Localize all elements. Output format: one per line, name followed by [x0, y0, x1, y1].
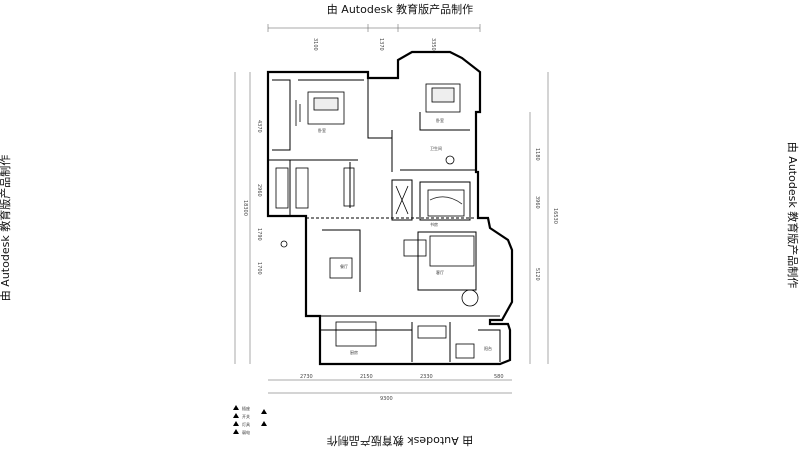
- legend-item-4: 弱电: [242, 429, 250, 435]
- legend-item-1: 插座: [242, 405, 250, 411]
- room-label-kitchen: 厨房: [350, 349, 358, 355]
- dim-right-1: 1180: [534, 148, 540, 161]
- dim-left-1: 4370: [256, 120, 262, 133]
- dim-top-2: 1370: [378, 38, 384, 51]
- room-label-dining: 餐厅: [340, 263, 348, 269]
- dim-left-4: 1700: [256, 262, 262, 275]
- room-label-bedroom-2: 卧室: [436, 117, 444, 123]
- dim-bottom-3: 2330: [420, 374, 433, 380]
- legend: 插座 开关 灯具 弱电: [233, 405, 267, 435]
- dim-top-1: 3100: [312, 38, 318, 51]
- room-label-balcony: 阳台: [484, 345, 492, 351]
- room-label-study: 书房: [430, 221, 438, 227]
- dim-right-2: 3960: [534, 196, 540, 209]
- dim-left-total: 18300: [242, 200, 248, 216]
- legend-item-2: 开关: [242, 413, 250, 419]
- dim-left-3: 1790: [256, 228, 262, 241]
- legend-item-3: 灯具: [242, 421, 250, 427]
- dim-bottom-1: 2730: [300, 374, 313, 380]
- dim-left-2: 2960: [256, 184, 262, 197]
- dim-top-3: 3350: [430, 38, 436, 51]
- dim-bottom-2: 2150: [360, 374, 373, 380]
- room-label-living: 客厅: [436, 269, 444, 275]
- watermark-top: 由 Autodesk 教育版产品制作: [326, 3, 474, 16]
- dim-bottom-4: 580: [494, 374, 504, 380]
- dim-right-3: 5120: [534, 268, 540, 281]
- dim-right-total: 16530: [552, 208, 558, 224]
- room-label-bedroom-main: 卧室: [318, 127, 326, 133]
- room-label-toilet: 卫生间: [430, 145, 442, 151]
- dim-bottom-total: 9300: [380, 396, 393, 402]
